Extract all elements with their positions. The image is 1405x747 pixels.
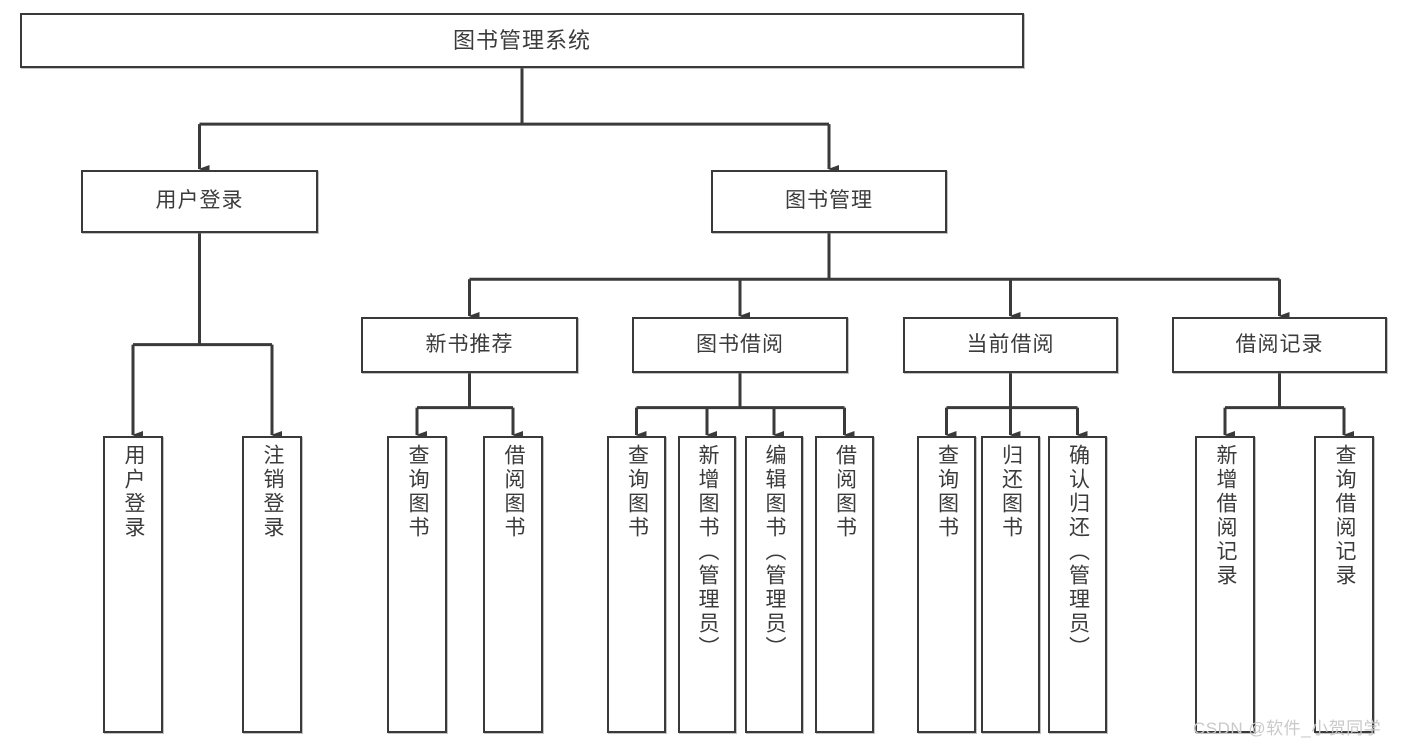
node-label: 注销登录	[261, 444, 285, 540]
node-l3-10[interactable]: 归还图书	[981, 436, 1040, 733]
node-l2b[interactable]: 图书借阅	[632, 317, 848, 373]
node-label: 新增图书（管理员）	[696, 444, 720, 660]
node-label: 借阅图书	[833, 444, 857, 540]
node-l3-06[interactable]: 新增图书（管理员）	[678, 436, 736, 733]
node-label: 查询图书	[406, 444, 430, 540]
node-label: 确认归还（管理员）	[1066, 444, 1090, 660]
node-label: 查询图书	[625, 444, 649, 540]
node-label: 图书管理系统	[452, 27, 591, 53]
node-l3-04[interactable]: 借阅图书	[483, 436, 543, 733]
node-label: 借阅图书	[502, 444, 526, 540]
node-l2d[interactable]: 借阅记录	[1172, 317, 1387, 373]
node-root[interactable]: 图书管理系统	[20, 13, 1024, 68]
node-l1a[interactable]: 用户登录	[81, 170, 318, 233]
node-l3-12[interactable]: 新增借阅记录	[1195, 436, 1255, 733]
node-l3-09[interactable]: 查询图书	[917, 436, 976, 733]
node-label: 图书管理	[785, 189, 873, 213]
node-l3-05[interactable]: 查询图书	[607, 436, 666, 733]
node-l2a[interactable]: 新书推荐	[361, 317, 578, 373]
node-l3-08[interactable]: 借阅图书	[815, 436, 874, 733]
node-label: 新书推荐	[425, 332, 514, 356]
node-l3-13[interactable]: 查询借阅记录	[1314, 436, 1374, 733]
node-label: 查询图书	[935, 444, 959, 540]
node-l3-07[interactable]: 编辑图书（管理员）	[745, 436, 803, 733]
node-label: 新增借阅记录	[1214, 444, 1238, 588]
node-label: 归还图书	[999, 444, 1023, 540]
node-label: 用户登录	[155, 189, 244, 213]
node-l3-11[interactable]: 确认归还（管理员）	[1048, 436, 1107, 733]
node-l3-02[interactable]: 注销登录	[242, 436, 302, 733]
node-label: 编辑图书（管理员）	[763, 444, 787, 660]
node-label: 图书借阅	[696, 332, 784, 356]
node-l2c[interactable]: 当前借阅	[903, 317, 1118, 373]
node-l1b[interactable]: 图书管理	[711, 170, 947, 233]
node-l3-01[interactable]: 用户登录	[103, 436, 163, 733]
node-label: 用户登录	[122, 444, 146, 540]
node-label: 当前借阅	[966, 332, 1055, 356]
node-label: 借阅记录	[1235, 332, 1324, 356]
node-label: 查询借阅记录	[1333, 444, 1357, 588]
node-l3-03[interactable]: 查询图书	[387, 436, 447, 733]
